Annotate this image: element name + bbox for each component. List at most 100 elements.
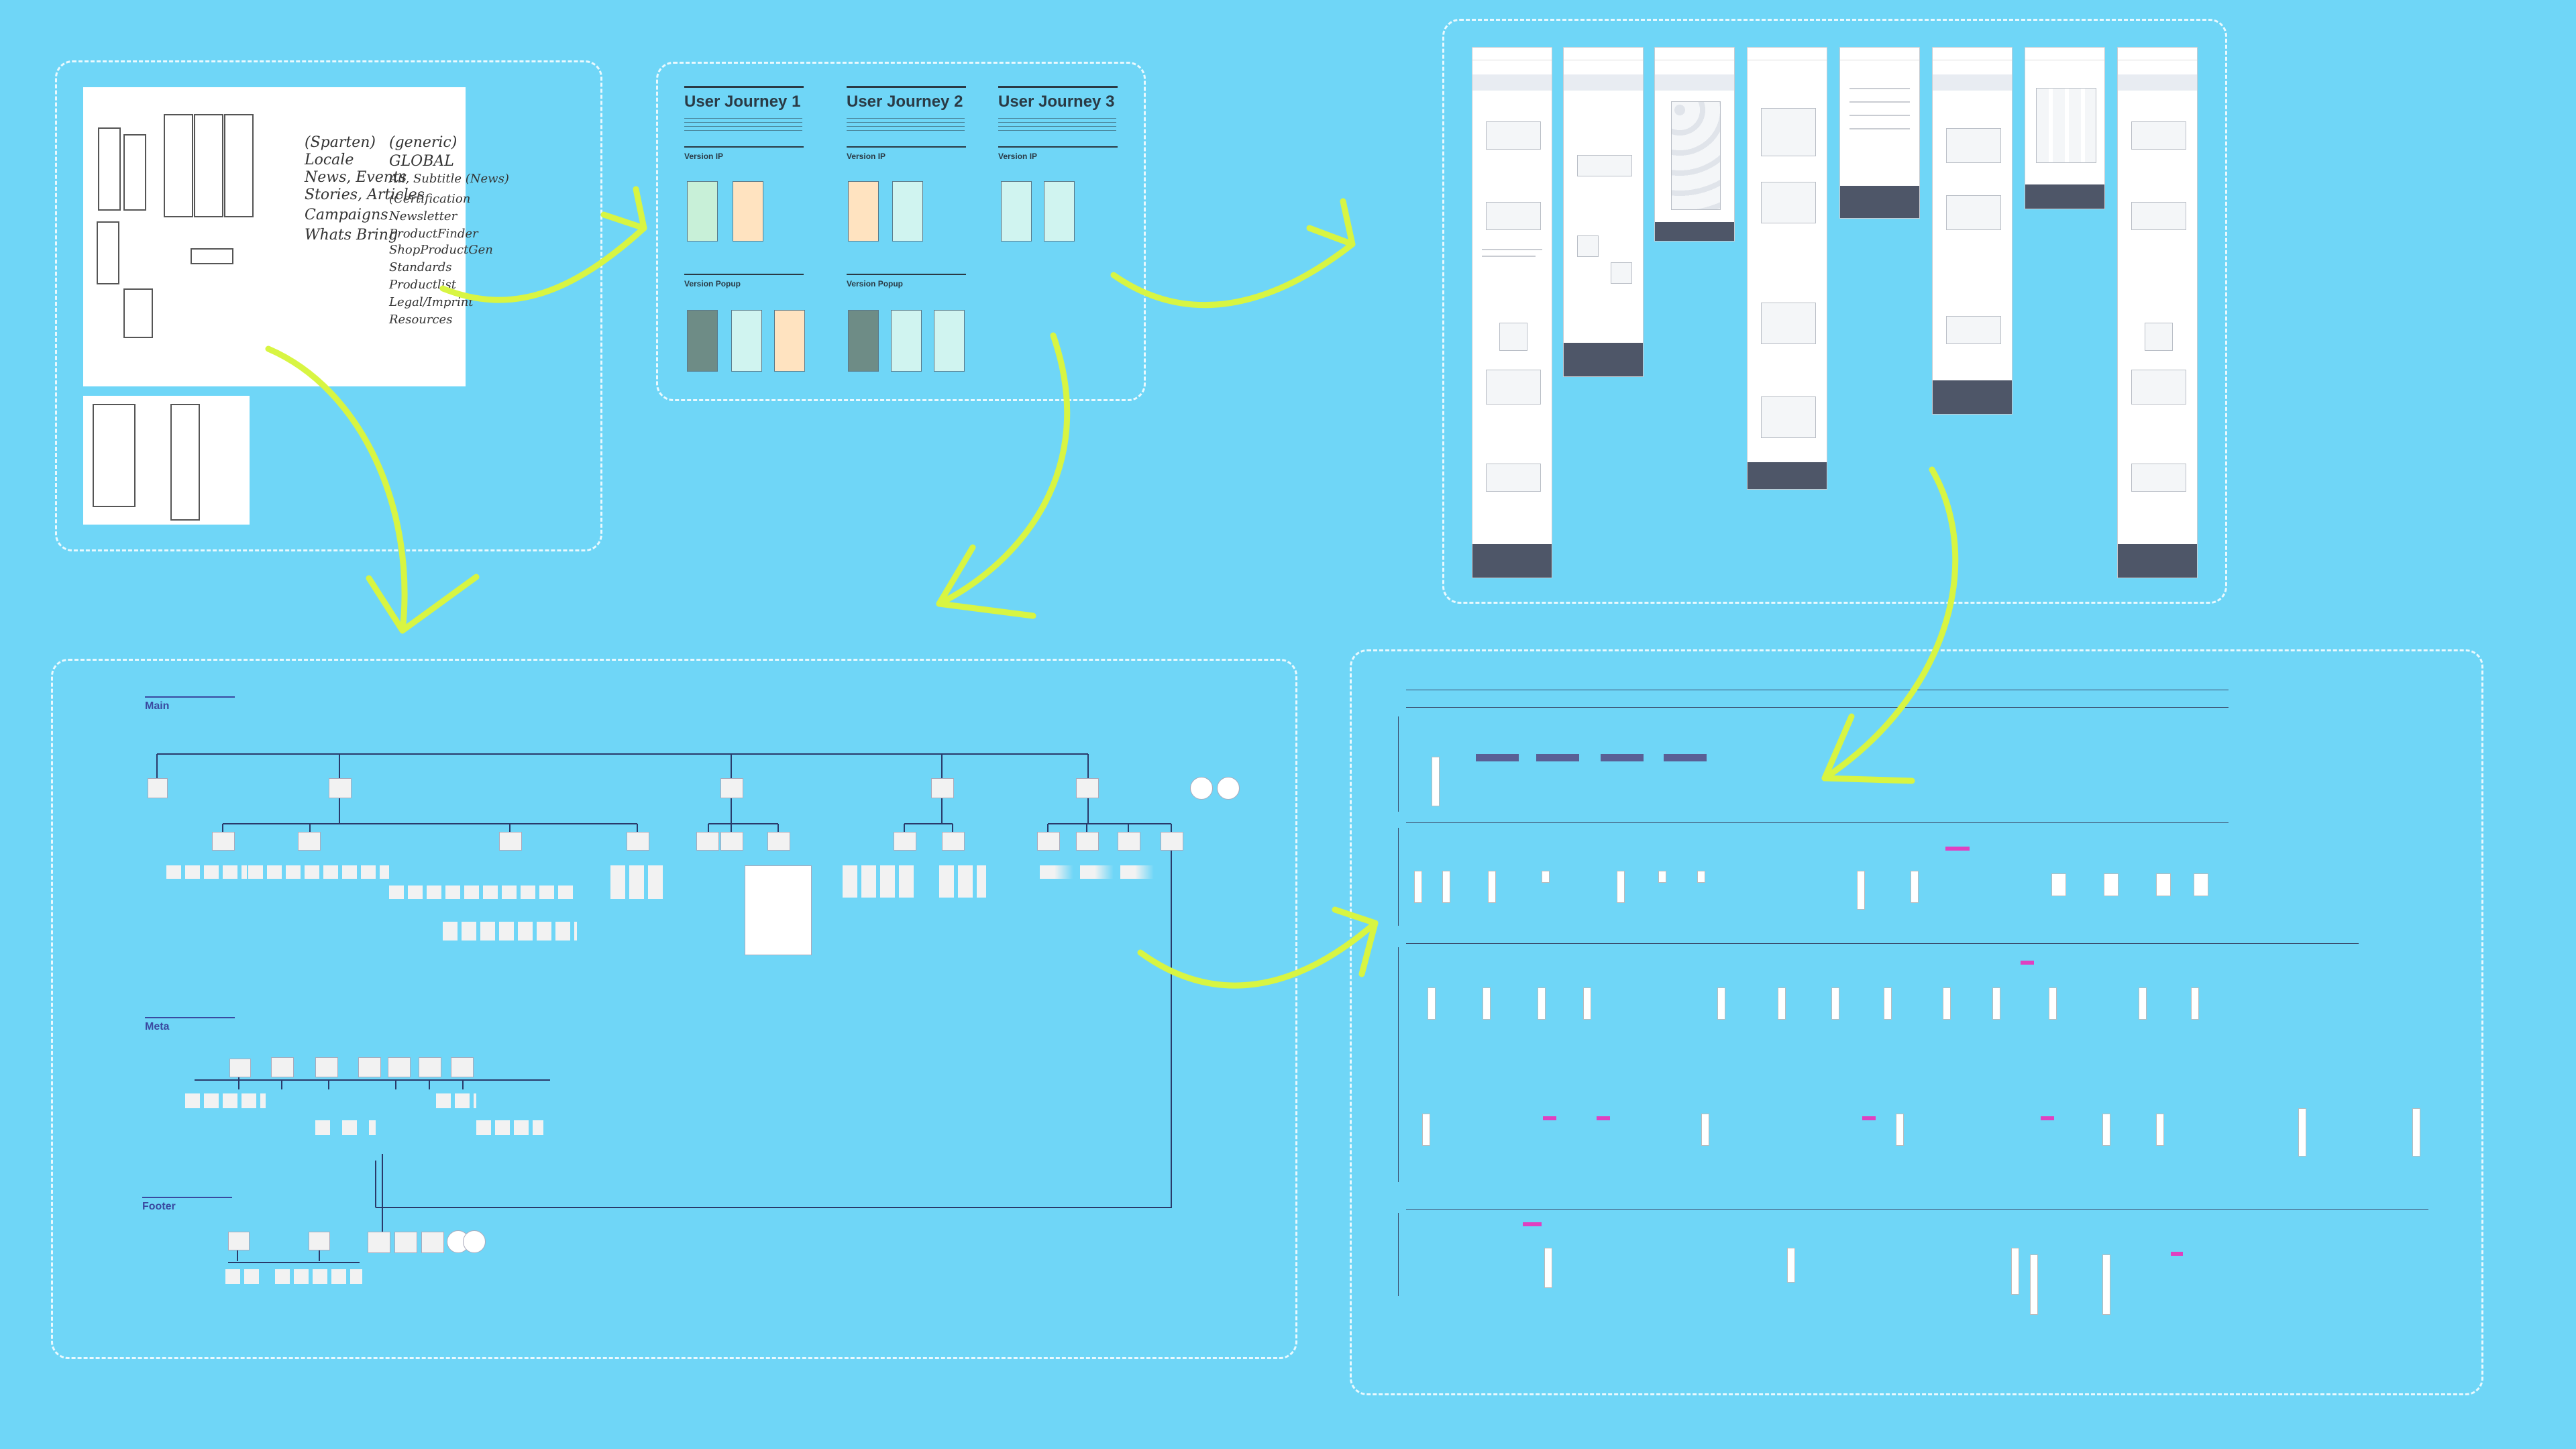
journey-card [731,310,762,372]
sitemap-leaf-group [476,1120,543,1135]
wireframe-page-1 [1472,47,1552,578]
arrow-sitemap-to-flow [1137,920,1379,989]
flow-screen [1717,987,1725,1020]
flow-divider [1398,1213,1399,1296]
flow-divider [1398,947,1399,1182]
sitemap-node [894,832,916,851]
arrow-wireframes-to-flow [1821,466,1959,782]
sketch-note: Newsletter [389,209,458,223]
sitemap-node [419,1057,441,1077]
flow-screen [1428,987,1436,1020]
flow-divider [1398,716,1399,812]
sketch-outline [93,404,136,507]
flow-pink-tag [1862,1116,1876,1120]
flow-screen [2104,873,2118,896]
journey-1-title: User Journey 1 [684,93,801,111]
wireframe-page-4 [1747,47,1827,490]
sitemap-node [499,832,522,851]
journey-1-version-popup-rule [684,274,804,275]
sitemap-meta-label: Meta [145,1021,170,1032]
sitemap-node [315,1057,338,1077]
sitemap-node [942,832,965,851]
flow-screen [1483,987,1491,1020]
sitemap-node [451,1057,474,1077]
sketch-note: Whats Bring [305,227,398,244]
sitemap-node-circle [463,1230,486,1253]
sitemap-node [298,832,321,851]
flow-step-bar [1536,754,1579,761]
sketch-outline [191,248,233,264]
sketch-note: GLOBAL [389,153,454,170]
sitemap-node [388,1057,411,1077]
flow-screen [1422,1114,1430,1146]
journey-1-version-ip: Version IP [684,152,724,161]
journey-2-version-popup: Version Popup [847,279,904,288]
sketch-note: Legal/Imprint [389,295,474,309]
sitemap-node [931,778,954,798]
flow-screen [1442,871,1450,903]
sitemap-node [271,1057,294,1077]
sitemap-leaf-group [166,865,247,879]
sitemap-leaf-group [248,865,389,879]
flow-screen [1544,1248,1552,1288]
journey-3-version-ip: Version IP [998,152,1038,161]
sitemap-node-circle [1217,777,1240,800]
sitemap-node [1076,778,1099,798]
wireframe-page-6 [1932,47,2012,415]
flow-rule [1406,943,2359,944]
flow-screen [2011,1248,2019,1295]
sitemap-node [394,1232,417,1253]
sitemap-leaf-group [185,1093,266,1108]
flow-screen [2412,1108,2420,1157]
flow-screen [1432,757,1440,806]
flow-pink-tag [1523,1222,1542,1226]
flow-pink-tag [1543,1116,1556,1120]
sketch-outline [224,114,254,217]
sketch-outline [164,114,193,217]
wireframe-page-2 [1563,47,1644,377]
flow-screen [1658,871,1666,883]
sitemap-leaf-group [610,865,664,899]
journey-2-description [847,118,965,133]
arrow-journeys-to-sitemap [936,332,1071,607]
sitemap-leaf-group [389,885,577,899]
flow-screen [2102,1254,2110,1315]
sketches-frame [55,60,602,551]
sitemap-node [627,832,649,851]
flow-screen [1857,871,1865,910]
journey-card [848,181,879,241]
journey-card [934,310,965,372]
sketch-outline [123,288,153,338]
sketch-note: Locale [305,152,354,168]
sitemap-node [1076,832,1099,851]
flow-screen [1831,987,1839,1020]
journey-card [687,181,718,241]
sketch-paper-large [83,87,466,386]
sitemap-detail-panel [745,865,812,955]
sitemap-leaf-group [1040,865,1154,879]
journey-card [1044,181,1075,241]
flow-screen [1896,1114,1904,1146]
journey-2-version-popup-rule [847,274,966,275]
sitemap-leaf-group [225,1269,263,1284]
sitemap-node [228,1232,250,1250]
sitemap-node [1161,832,1183,851]
sitemap-node [720,778,743,798]
journey-2-version-ip: Version IP [847,152,886,161]
flow-screen [2139,987,2147,1020]
wireframes-frame [1442,19,2227,604]
sketch-note: News, Events [305,169,407,186]
sketch-note: Productlist [389,278,456,292]
journey-2-version-ip-rule [847,146,966,148]
flow-screen [1911,871,1919,903]
journey-card [891,310,922,372]
journey-2-rule [847,86,966,88]
journey-1-rule [684,86,804,88]
sitemap-node [309,1232,330,1250]
flow-screen [2156,1114,2164,1146]
flow-screen [2049,987,2057,1020]
flow-step-bar [1476,754,1519,761]
flow-screen [1943,987,1951,1020]
sitemap-node [329,778,352,798]
